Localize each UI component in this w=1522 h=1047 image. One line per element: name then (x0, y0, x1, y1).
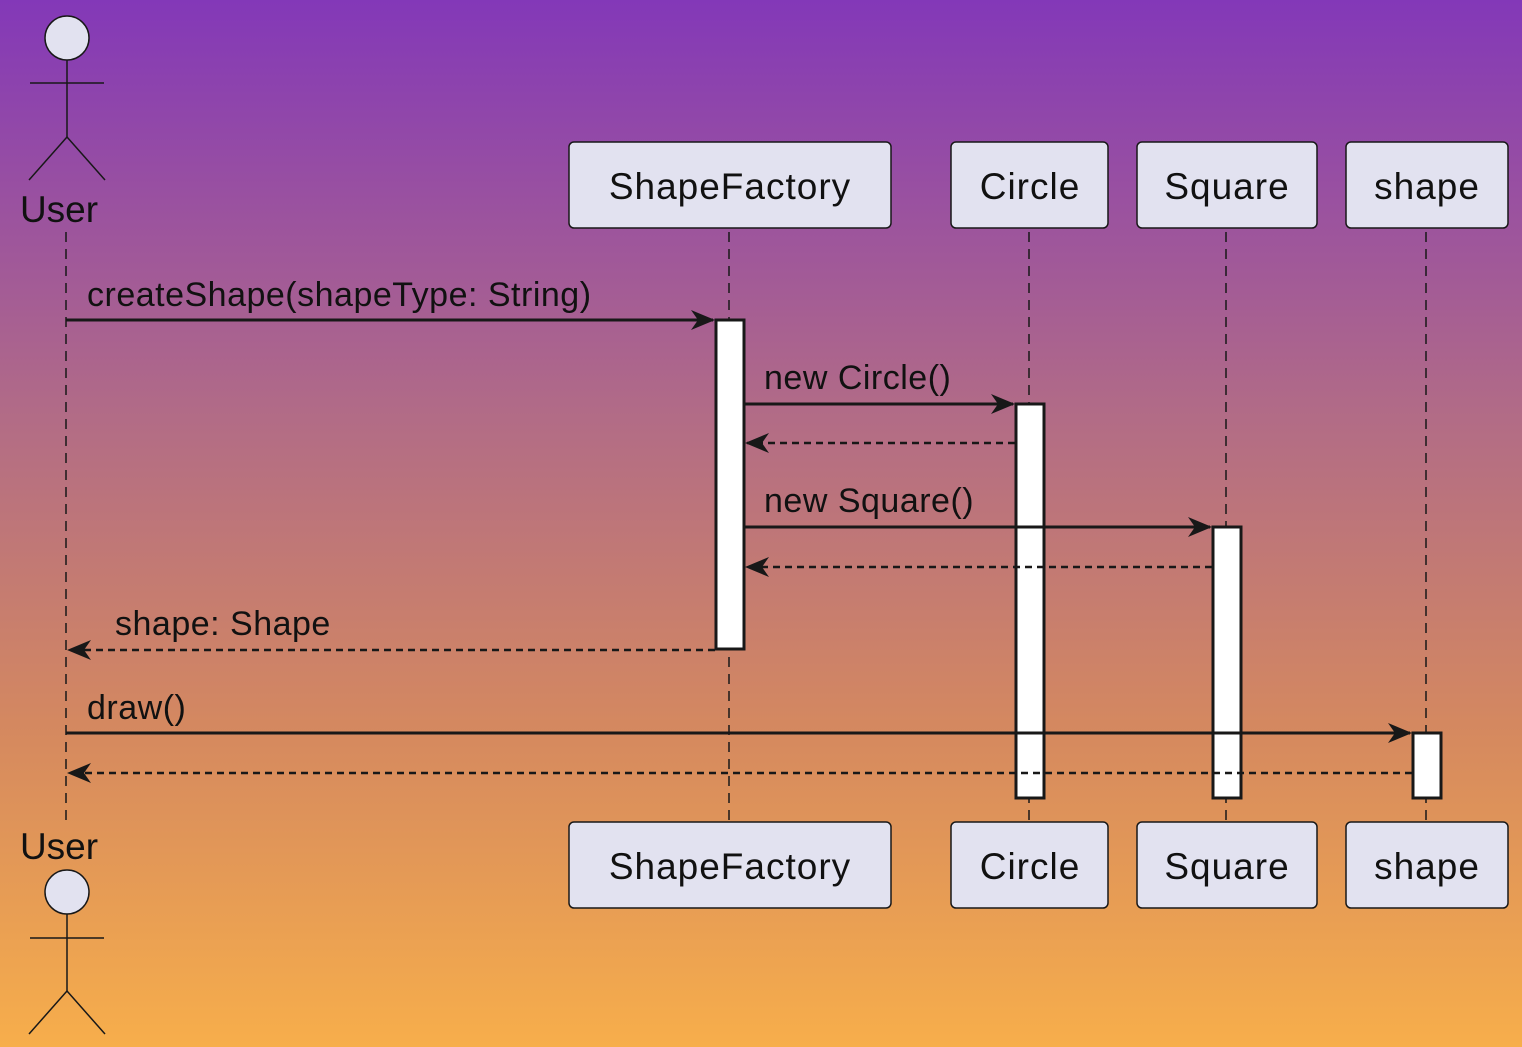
participant-shape-label-top: shape (1374, 166, 1480, 207)
participant-shape-bottom: shape (1345, 821, 1509, 909)
message-return-shape: shape: Shape (67, 605, 715, 660)
participant-square-label-bottom: Square (1164, 846, 1289, 887)
message-new-square: new Square() (744, 482, 1212, 537)
activation-square (1211, 525, 1243, 800)
message-return-shape-label: shape: Shape (115, 605, 331, 643)
participant-shapefactory-top: ShapeFactory (568, 141, 892, 229)
participant-shape-top: shape (1345, 141, 1509, 229)
participant-square-bottom: Square (1136, 821, 1318, 909)
activation-shape (1411, 731, 1443, 800)
participant-circle-bottom: Circle (950, 821, 1109, 909)
message-draw-label: draw() (87, 689, 186, 727)
participant-square-label-top: Square (1164, 166, 1289, 207)
participant-shape-label-bottom: shape (1374, 846, 1480, 887)
actor-head-icon (44, 869, 90, 915)
actor-user-top: User (20, 15, 106, 230)
actor-user-bottom: User (20, 826, 106, 1035)
message-new-square-label: new Square() (764, 482, 974, 520)
participant-square-top: Square (1136, 141, 1318, 229)
message-createshape-label: createShape(shapeType: String) (87, 276, 592, 314)
participant-shapefactory-bottom: ShapeFactory (568, 821, 892, 909)
actor-user-label-bottom: User (20, 826, 98, 867)
participant-circle-label-top: Circle (980, 166, 1081, 207)
actor-user-label-top: User (20, 189, 98, 230)
activation-circle (1014, 402, 1046, 800)
participant-shapefactory-label-bottom: ShapeFactory (609, 846, 851, 887)
message-new-circle: new Circle() (744, 359, 1015, 414)
message-draw: draw() (66, 689, 1412, 743)
activation-shapefactory (714, 318, 746, 651)
participant-shapefactory-label-top: ShapeFactory (609, 166, 851, 207)
message-createshape: createShape(shapeType: String) (66, 276, 715, 330)
participant-circle-top: Circle (950, 141, 1109, 229)
message-new-circle-label: new Circle() (764, 359, 951, 397)
actor-head-icon (44, 15, 90, 61)
participant-circle-label-bottom: Circle (980, 846, 1081, 887)
